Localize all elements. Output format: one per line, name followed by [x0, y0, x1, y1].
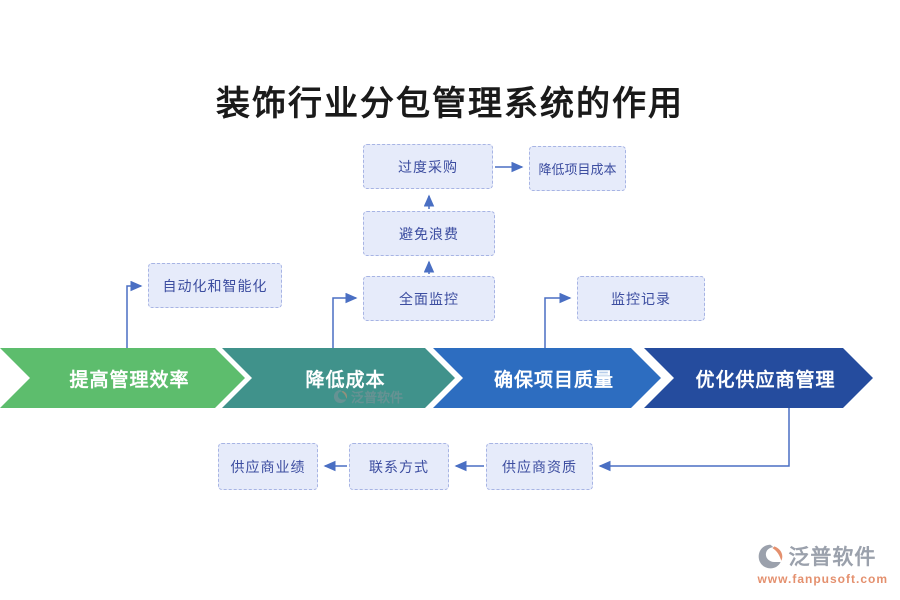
chevron-label: 确保项目质量	[493, 369, 614, 391]
watermark-corner: 泛普软件 www.fanpusoft.com	[757, 541, 888, 586]
node-label: 监控记录	[611, 290, 671, 307]
node-full-monitoring: 全面监控	[363, 276, 495, 321]
watermark-brand: 泛普软件	[351, 390, 404, 405]
node-automation: 自动化和智能化	[148, 263, 282, 308]
node-label: 供应商资质	[502, 458, 577, 475]
node-label: 全面监控	[399, 290, 459, 307]
node-label: 联系方式	[369, 458, 429, 475]
chevron-label: 优化供应商管理	[695, 369, 836, 391]
fanpu-logo-icon	[757, 543, 784, 570]
node-supplier-performance: 供应商业绩	[218, 443, 318, 490]
watermark-center: 泛普软件	[333, 387, 403, 406]
node-supplier-qualification: 供应商资质	[486, 443, 593, 490]
page-title: 装饰行业分包管理系统的作用	[216, 85, 684, 123]
chevron-ensure-quality: 确保项目质量	[433, 348, 661, 408]
chevron-improve-efficiency: 提高管理效率	[0, 348, 245, 408]
node-label: 避免浪费	[399, 225, 459, 242]
watermark-brand: 泛普软件	[788, 546, 877, 569]
node-over-purchase: 过度采购	[363, 144, 493, 189]
node-label: 自动化和智能化	[162, 277, 268, 294]
node-monitoring-record: 监控记录	[577, 276, 705, 321]
chevron-label: 降低成本	[305, 369, 386, 391]
node-label: 供应商业绩	[230, 458, 306, 475]
watermark-url: www.fanpusoft.com	[757, 572, 888, 586]
node-contact-info: 联系方式	[349, 443, 449, 490]
chevron-optimize-supplier: 优化供应商管理	[644, 348, 873, 408]
node-reduce-project-cost: 降低项目成本	[529, 146, 626, 191]
node-label: 降低项目成本	[538, 162, 617, 177]
node-avoid-waste: 避免浪费	[363, 211, 495, 256]
fanpu-logo-icon	[333, 389, 348, 404]
node-label: 过度采购	[398, 158, 458, 175]
chevron-label: 提高管理效率	[69, 369, 190, 391]
